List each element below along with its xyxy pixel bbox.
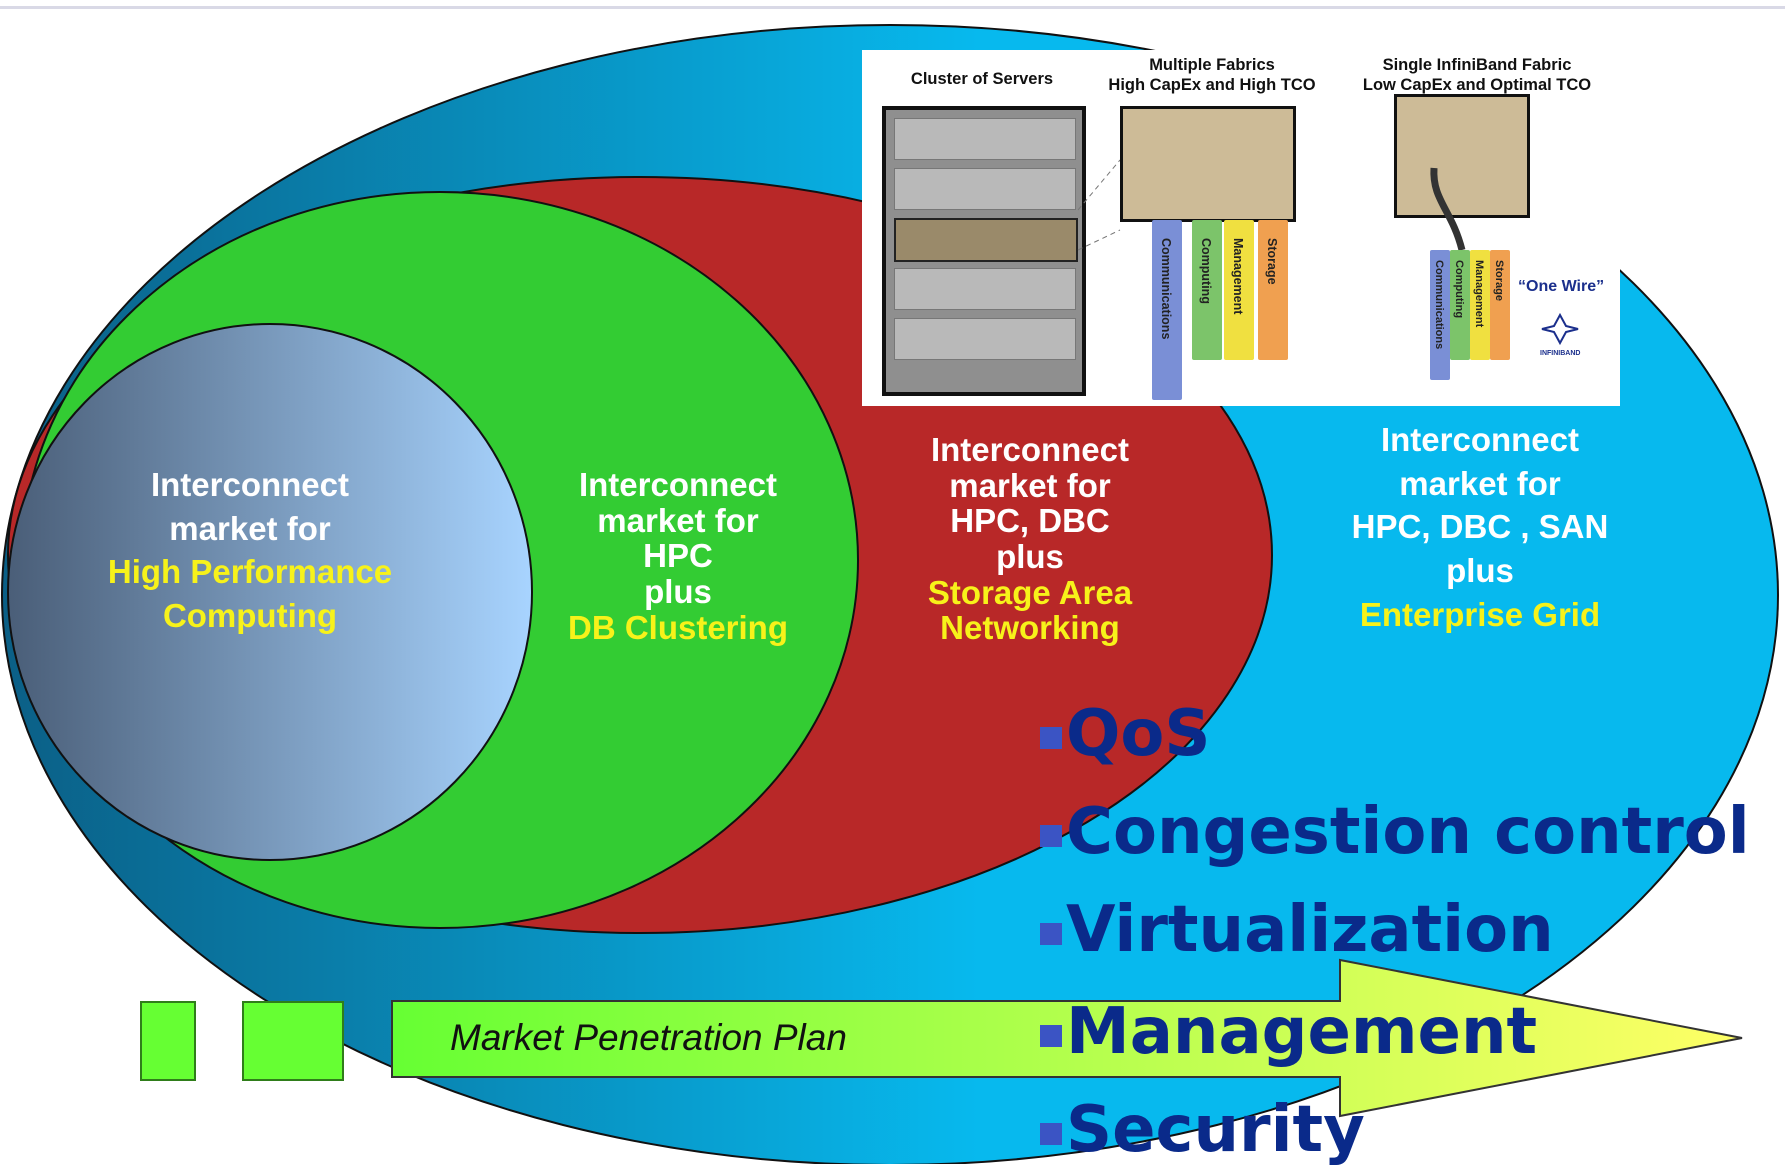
hpc-line1: Interconnect (150, 466, 350, 503)
bullet-square-icon (1040, 727, 1062, 749)
single-label-management: Management (1473, 260, 1485, 328)
band-storage (1490, 250, 1510, 360)
hpc-line2: market for (169, 509, 331, 547)
single-label-storage: Storage (1493, 260, 1505, 301)
san-line1: Interconnect (930, 431, 1130, 468)
grid-line1: Interconnect (1380, 421, 1580, 458)
grid-market-label: Interconnect market for HPC, DBC , SAN p… (1300, 422, 1660, 632)
feature-security: Security (1040, 1098, 1365, 1162)
infiniband-logo-text: INFINIBAND (1540, 350, 1581, 357)
band-computing (1450, 250, 1470, 360)
band-communications (1430, 250, 1450, 380)
server-unit (894, 268, 1076, 310)
single-fabric-caption: Single InfiniBand Fabric Low CapEx and O… (1342, 56, 1612, 96)
infiniband-logo-icon (1541, 312, 1579, 346)
fabric-comparison-inset: Cluster of Servers Multiple Fabrics High… (862, 50, 1620, 406)
cable-communications (1152, 220, 1182, 400)
san-highlight2: Networking (940, 609, 1120, 647)
multi-caption-line2: High CapEx and High TCO (1108, 75, 1316, 94)
multi-fabric-caption: Multiple Fabrics High CapEx and High TCO (1082, 56, 1342, 96)
market-penetration-label: Market Penetration Plan (450, 1017, 847, 1058)
hpc-highlight2: Computing (162, 596, 338, 634)
cable-management (1224, 220, 1254, 360)
single-caption-line2: Low CapEx and Optimal TCO (1362, 75, 1592, 94)
san-line2: market for (949, 466, 1111, 504)
server-unit (894, 218, 1078, 262)
band-management (1470, 250, 1490, 360)
san-line3: HPC, DBC (950, 502, 1110, 540)
feature-security-text: Security (1066, 1093, 1365, 1167)
db-market-label: Interconnect market for HPC plus DB Clus… (528, 467, 828, 645)
multi-label-computing: Computing (1199, 238, 1213, 304)
feature-management-text: Management (1066, 995, 1538, 1069)
grid-highlight1: Enterprise Grid (1359, 595, 1601, 633)
cable-storage (1258, 220, 1288, 360)
green-square-2 (242, 1001, 344, 1081)
db-line2: market for (597, 501, 759, 539)
single-label-computing: Computing (1453, 260, 1465, 319)
feature-management: Management (1040, 1000, 1537, 1064)
san-line4: plus (996, 537, 1064, 575)
server-unit (894, 118, 1076, 160)
hpc-highlight1: High Performance (107, 553, 393, 591)
hpc-circle (7, 323, 533, 861)
feature-congestion-text: Congestion control (1066, 795, 1750, 869)
db-line1: Interconnect (578, 466, 778, 503)
multi-label-communications: Communications (1159, 238, 1173, 340)
db-highlight1: DB Clustering (567, 608, 788, 646)
bullet-square-icon (1040, 825, 1062, 847)
feature-congestion-control: Congestion control (1040, 800, 1750, 864)
one-wire-label: “One Wire” (1518, 278, 1605, 295)
san-highlight1: Storage Area (927, 573, 1133, 611)
single-caption-line1: Single InfiniBand Fabric (1382, 56, 1572, 74)
bullet-square-icon (1040, 923, 1062, 945)
top-divider (0, 6, 1785, 9)
bullet-square-icon (1040, 1123, 1062, 1145)
single-fabric-panel-image (1394, 94, 1530, 218)
hpc-market-label: Interconnect market for High Performance… (80, 467, 420, 634)
san-market-label: Interconnect market for HPC, DBC plus St… (880, 432, 1180, 646)
single-label-communications: Communications (1433, 260, 1445, 350)
multi-label-storage: Storage (1265, 238, 1279, 285)
grid-line4: plus (1446, 551, 1514, 589)
db-line3: HPC (643, 537, 713, 575)
feature-virtualization-text: Virtualization (1066, 893, 1554, 967)
feature-virtualization: Virtualization (1040, 898, 1554, 962)
grid-line3: HPC, DBC , SAN (1351, 508, 1609, 546)
one-wire-cable (1430, 167, 1466, 251)
market-penetration-arrow (391, 958, 1743, 1118)
bullet-square-icon (1040, 1025, 1062, 1047)
green-square-1 (140, 1001, 196, 1081)
server-unit (894, 318, 1076, 360)
cluster-caption: Cluster of Servers (910, 70, 1054, 88)
multi-label-management: Management (1231, 238, 1245, 315)
cable-computing (1192, 220, 1222, 360)
server-unit (894, 168, 1076, 210)
server-rack-image (882, 106, 1086, 396)
zoom-lines (1077, 159, 1121, 251)
grid-line2: market for (1399, 464, 1561, 502)
multi-caption-line1: Multiple Fabrics (1149, 56, 1275, 74)
feature-qos-text: QoS (1066, 697, 1211, 771)
db-line4: plus (644, 572, 712, 610)
feature-qos: QoS (1040, 702, 1210, 766)
